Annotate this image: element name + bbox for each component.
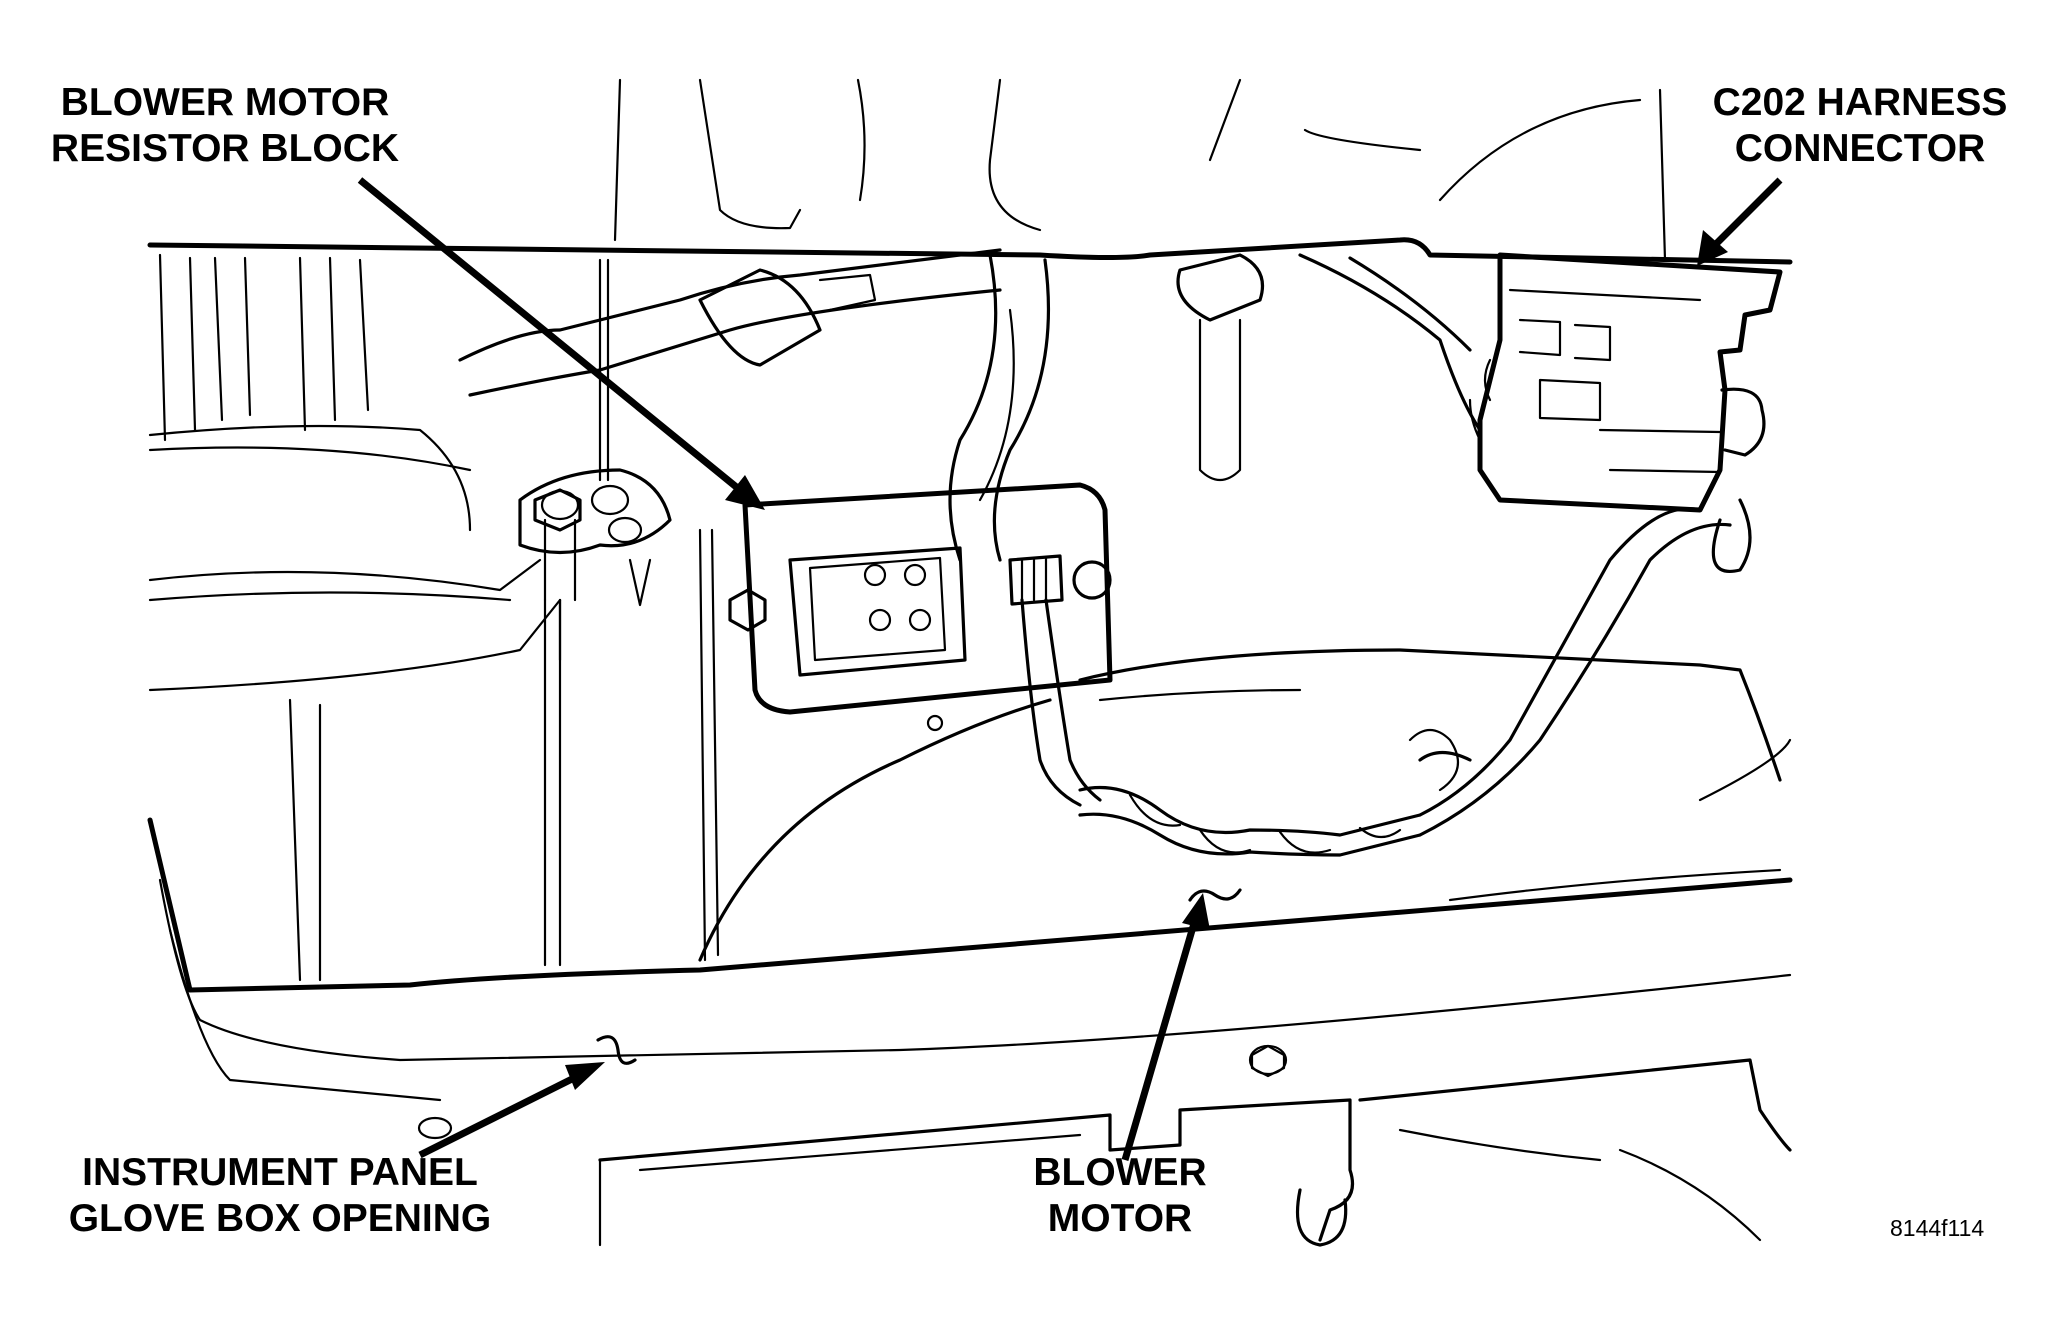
upper-harness [458,248,1482,562]
label-glove-box-line1: INSTRUMENT PANEL [82,1151,478,1194]
resistor-block-drawing [728,482,1113,715]
tilde-marker-blower [1188,888,1242,902]
upper-dash-housing [613,78,1667,262]
label-c202-line2: CONNECTOR [1734,127,1986,170]
label-blower-motor: BLOWER MOTOR [1020,1150,1220,1242]
panel-top-edge [147,237,1793,265]
label-c202-line1: C202 HARNESS [1712,81,2008,124]
figure-id: 8144f114 [1890,1215,1985,1241]
hvac-case-left [148,253,720,982]
label-c202-connector: C202 HARNESS CONNECTOR [1690,80,2030,172]
c202-connector-block [1468,252,1783,513]
arrow-c202-connector [1697,177,1783,266]
blower-motor-wiring [1020,498,1752,857]
blower-motor-housing [698,648,1792,962]
label-blower-motor-line1: BLOWER [1033,1151,1207,1194]
label-glove-box-opening: INSTRUMENT PANEL GLOVE BOX OPENING [40,1150,520,1242]
tilde-marker-glove-box [596,1035,637,1065]
arrow-blower-motor [1121,893,1210,1161]
label-blower-motor-line2: MOTOR [1047,1197,1193,1240]
arrow-resistor-block [357,177,765,510]
label-resistor-block-line2: RESISTOR BLOCK [50,127,400,170]
arrow-glove-box-opening [418,1062,605,1159]
glove-box-opening-outline [147,817,1793,1247]
mounting-bracket [518,468,672,662]
label-resistor-block-line1: BLOWER MOTOR [60,81,390,124]
label-glove-box-line2: GLOVE BOX OPENING [68,1197,492,1240]
label-resistor-block: BLOWER MOTOR RESISTOR BLOCK [30,80,420,172]
